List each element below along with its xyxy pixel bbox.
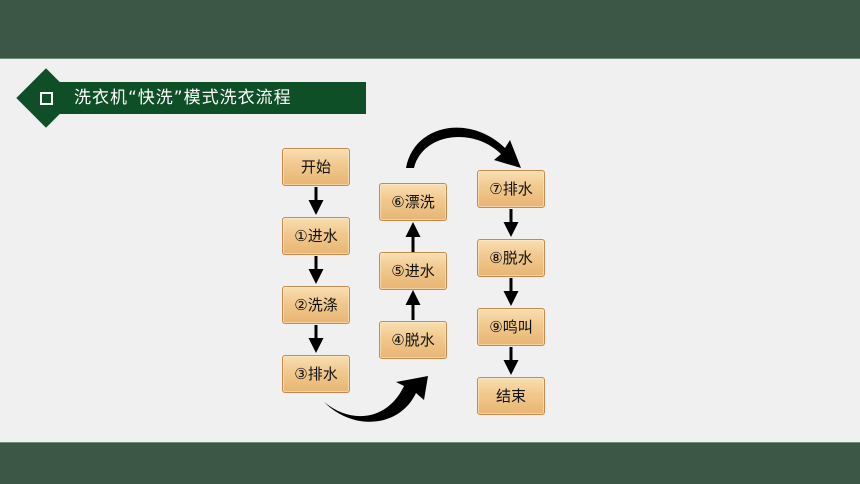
step-7-drain: ⑦排水 <box>477 170 545 208</box>
curved-arrow-6-to-7 <box>406 127 521 168</box>
step-6-rinse: ⑥漂洗 <box>379 183 447 221</box>
square-outline-icon <box>40 92 53 105</box>
step-start: 开始 <box>282 148 350 186</box>
step-8-spin: ⑧脱水 <box>477 239 545 277</box>
curved-arrow-3-to-4 <box>324 376 428 422</box>
top-band <box>0 0 860 59</box>
step-2-wash: ②洗涤 <box>282 286 350 324</box>
slide-title: 洗衣机“快洗”模式洗衣流程 <box>48 82 366 114</box>
step-9-beep: ⑨鸣叫 <box>477 308 545 346</box>
step-3-drain: ③排水 <box>282 355 350 393</box>
step-5-water-in: ⑤进水 <box>379 252 447 290</box>
bottom-band <box>0 442 860 484</box>
step-1-water-in: ①进水 <box>282 217 350 255</box>
step-4-spin: ④脱水 <box>379 321 447 359</box>
step-end: 结束 <box>477 377 545 415</box>
